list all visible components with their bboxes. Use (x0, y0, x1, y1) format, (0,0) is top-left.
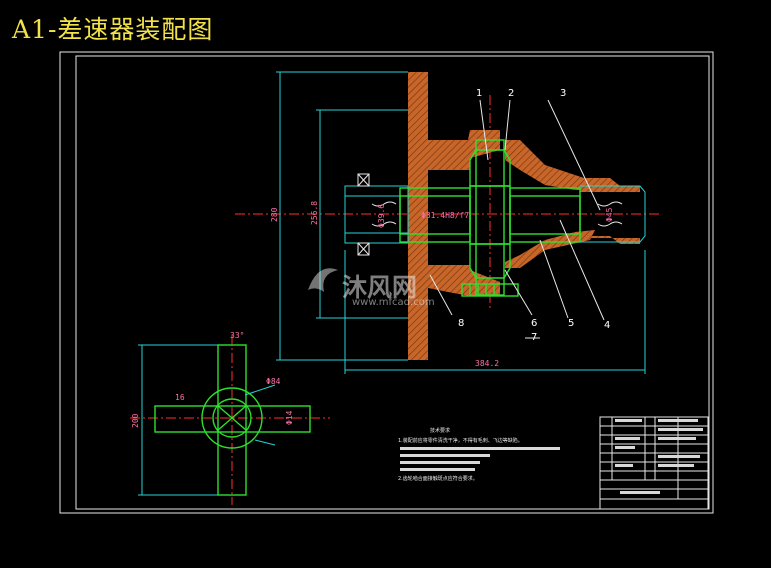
notes-line2: 2.齿轮啮合面接触斑点应符合要求。 (398, 475, 478, 482)
dim-256: 256.8 (310, 201, 319, 225)
balloon-2: 2 (508, 88, 514, 99)
notes-heading: 技术要求 (430, 427, 450, 434)
drawing-title: A1-差速器装配图 (12, 15, 214, 44)
part-balloons: 1 2 3 4 5 6 7 8 (458, 88, 610, 343)
outer-frame (59, 51, 714, 514)
dim-cross-angle: 33° (230, 331, 244, 340)
title-block (599, 416, 709, 510)
balloon-7: 7 (531, 332, 537, 343)
dim-right: Φ45 (605, 207, 614, 222)
bearing-mark-top (357, 173, 370, 187)
cross-shaft (475, 139, 505, 296)
dim-bore: Φ39.6 (377, 204, 386, 228)
case-rib-bottom (428, 270, 500, 296)
dim-cross-small: Φ14 (285, 410, 294, 425)
technical-notes: 技术要求 1.装配前应将零件清洗干净，不得有毛刺、飞边等缺陷。 2.齿轮啮合面接… (398, 427, 560, 482)
dim-cross-dia: Φ84 (266, 377, 281, 386)
watermark-logo (308, 268, 338, 292)
balloon-6: 6 (531, 318, 537, 329)
watermark-name: 沐风网 (342, 273, 417, 302)
dim-cross-span: 200 (131, 413, 140, 428)
dim-280: 280 (270, 207, 279, 222)
cross-hub-inner (212, 398, 252, 438)
dim-fit: Φ31.4H8/f7 (421, 211, 469, 220)
watermark-url: www.mfcad.com (352, 297, 435, 308)
case-rib-top (428, 130, 500, 158)
cross-view-texts: 33° 16 200 Φ84 Φ14 (131, 331, 294, 428)
cross-view (130, 335, 330, 505)
left-case-flange (408, 72, 470, 360)
balloon-8: 8 (458, 318, 464, 329)
balloon-5: 5 (568, 318, 574, 329)
dimension-texts: 280 256.8 Φ39.6 Φ31.4H8/f7 Φ45 384.2 (270, 201, 614, 368)
balloon-1: 1 (476, 88, 482, 99)
watermark: 沐风网 www.mfcad.com (308, 268, 435, 308)
dim-cross-arm: 16 (175, 393, 185, 402)
inner-frame (75, 55, 710, 510)
right-case-bottom (505, 230, 595, 268)
left-hub (344, 185, 409, 244)
cross-arm-vertical (217, 344, 247, 496)
dim-length: 384.2 (475, 359, 499, 368)
cross-hub-outer (201, 387, 263, 449)
right-shaft-end (580, 185, 646, 243)
balloon-3: 3 (560, 88, 566, 99)
planet-gear-bottom (469, 243, 511, 279)
bolt (461, 283, 519, 297)
balloon-4: 4 (604, 320, 610, 331)
cross-arm-horizontal (154, 405, 311, 433)
section-view (235, 71, 660, 374)
planet-gear-top (469, 149, 511, 187)
bearing-mark-bottom (357, 242, 370, 256)
notes-line1: 1.装配前应将零件清洗干净，不得有毛刺、飞边等缺陷。 (398, 437, 523, 444)
right-hub-top (580, 178, 640, 192)
right-case-top (505, 140, 595, 190)
